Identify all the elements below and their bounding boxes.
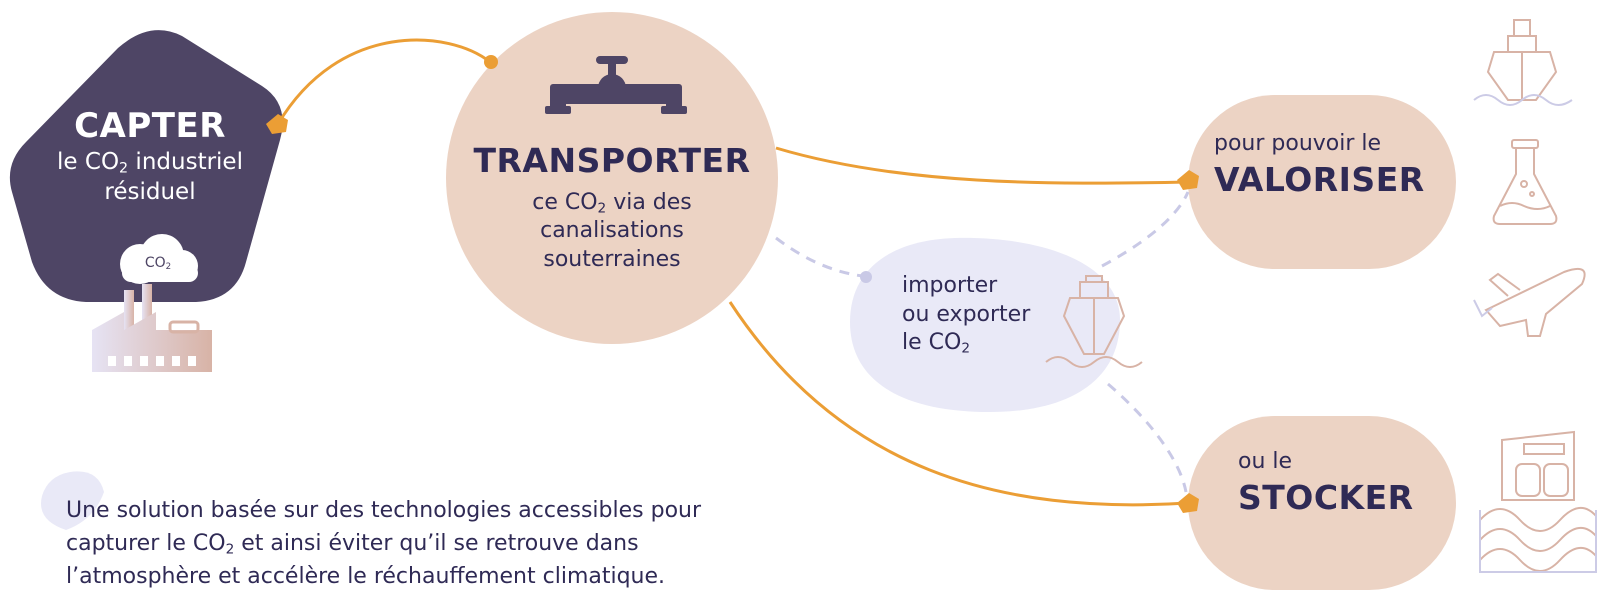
stocker-pre: ou le bbox=[1238, 449, 1293, 474]
note-line2-post: et ainsi éviter qu’il se retrouve dans bbox=[234, 531, 639, 556]
transporter-text: TRANSPORTER ce CO2 via des canalisations… bbox=[462, 140, 762, 275]
cloud-label-sub: 2 bbox=[165, 262, 172, 273]
node-importer bbox=[860, 271, 872, 283]
importer-text: importer ou exporter le CO2 bbox=[902, 272, 1072, 358]
valoriser-pill bbox=[1188, 95, 1456, 269]
valoriser-pre: pour pouvoir le bbox=[1214, 131, 1382, 156]
connector-capter-transporter bbox=[276, 38, 491, 125]
cloud-label-text: CO bbox=[144, 255, 166, 271]
cloud-label: CO2 bbox=[126, 254, 190, 272]
capter-shape bbox=[9, 30, 283, 302]
valoriser-title: VALORISER bbox=[1214, 159, 1425, 199]
node-capter bbox=[266, 114, 288, 134]
pipe-icon bbox=[545, 56, 687, 114]
transporter-circle bbox=[446, 12, 778, 344]
valoriser-text: pour pouvoir le VALORISER bbox=[1214, 130, 1444, 201]
ship-icon bbox=[1045, 275, 1143, 368]
note-sub: 2 bbox=[225, 541, 235, 558]
note-line3: l’atmosphère et accélère le réchauffemen… bbox=[66, 564, 666, 589]
note-text: Une solution basée sur des technologies … bbox=[66, 494, 846, 593]
transporter-line1-post: via des bbox=[606, 189, 692, 215]
node-transporter-top bbox=[484, 55, 498, 69]
capter-line1-post: industriel bbox=[128, 149, 243, 176]
note-bubble bbox=[41, 471, 104, 530]
transporter-line3: souterraines bbox=[543, 247, 681, 273]
capter-sub: 2 bbox=[119, 160, 129, 177]
note-line1: Une solution basée sur des technologies … bbox=[66, 498, 702, 523]
cargo-ship-icon bbox=[1473, 19, 1573, 106]
connector-transporter-importer bbox=[775, 236, 863, 278]
transporter-line1-pre: ce CO bbox=[532, 189, 598, 215]
flask-icon bbox=[1492, 139, 1558, 225]
importer-line2: ou exporter bbox=[902, 301, 1031, 327]
importer-line3: le CO2 bbox=[902, 329, 1072, 358]
factory-icon bbox=[92, 284, 212, 372]
note-line2: capturer le CO2 et ainsi éviter qu’il se… bbox=[66, 527, 846, 560]
connector-importer-stocker bbox=[1107, 382, 1188, 493]
capter-line1-pre: le CO bbox=[57, 149, 120, 176]
connector-transporter-valoriser bbox=[775, 146, 1189, 185]
capter-text: CAPTER le CO2 industriel résiduel bbox=[20, 104, 280, 208]
note-line2-pre: capturer le CO bbox=[66, 531, 226, 556]
transporter-line1: ce CO2 via des bbox=[462, 189, 762, 218]
storage-icon bbox=[1479, 430, 1597, 573]
co2-cloud-icon bbox=[120, 234, 198, 284]
transporter-sub: 2 bbox=[597, 200, 607, 217]
stocker-pill bbox=[1188, 416, 1456, 590]
transporter-line2: canalisations bbox=[540, 218, 684, 244]
capter-title: CAPTER bbox=[74, 106, 226, 146]
transporter-title: TRANSPORTER bbox=[473, 141, 751, 180]
importer-sub: 2 bbox=[961, 340, 970, 357]
importer-shape bbox=[850, 237, 1120, 412]
connector-importer-valoriser bbox=[1101, 191, 1190, 268]
node-stocker bbox=[1177, 493, 1199, 513]
connector-transporter-stocker bbox=[728, 301, 1189, 507]
importer-line1: importer bbox=[902, 273, 998, 298]
stocker-text: ou le STOCKER bbox=[1238, 448, 1438, 519]
capter-line2: résiduel bbox=[104, 179, 196, 206]
node-valoriser bbox=[1177, 170, 1199, 190]
capter-line1: le CO2 industriel bbox=[20, 148, 280, 178]
importer-line3-pre: le CO bbox=[902, 330, 962, 356]
stocker-title: STOCKER bbox=[1238, 477, 1414, 517]
plane-icon bbox=[1473, 268, 1586, 337]
